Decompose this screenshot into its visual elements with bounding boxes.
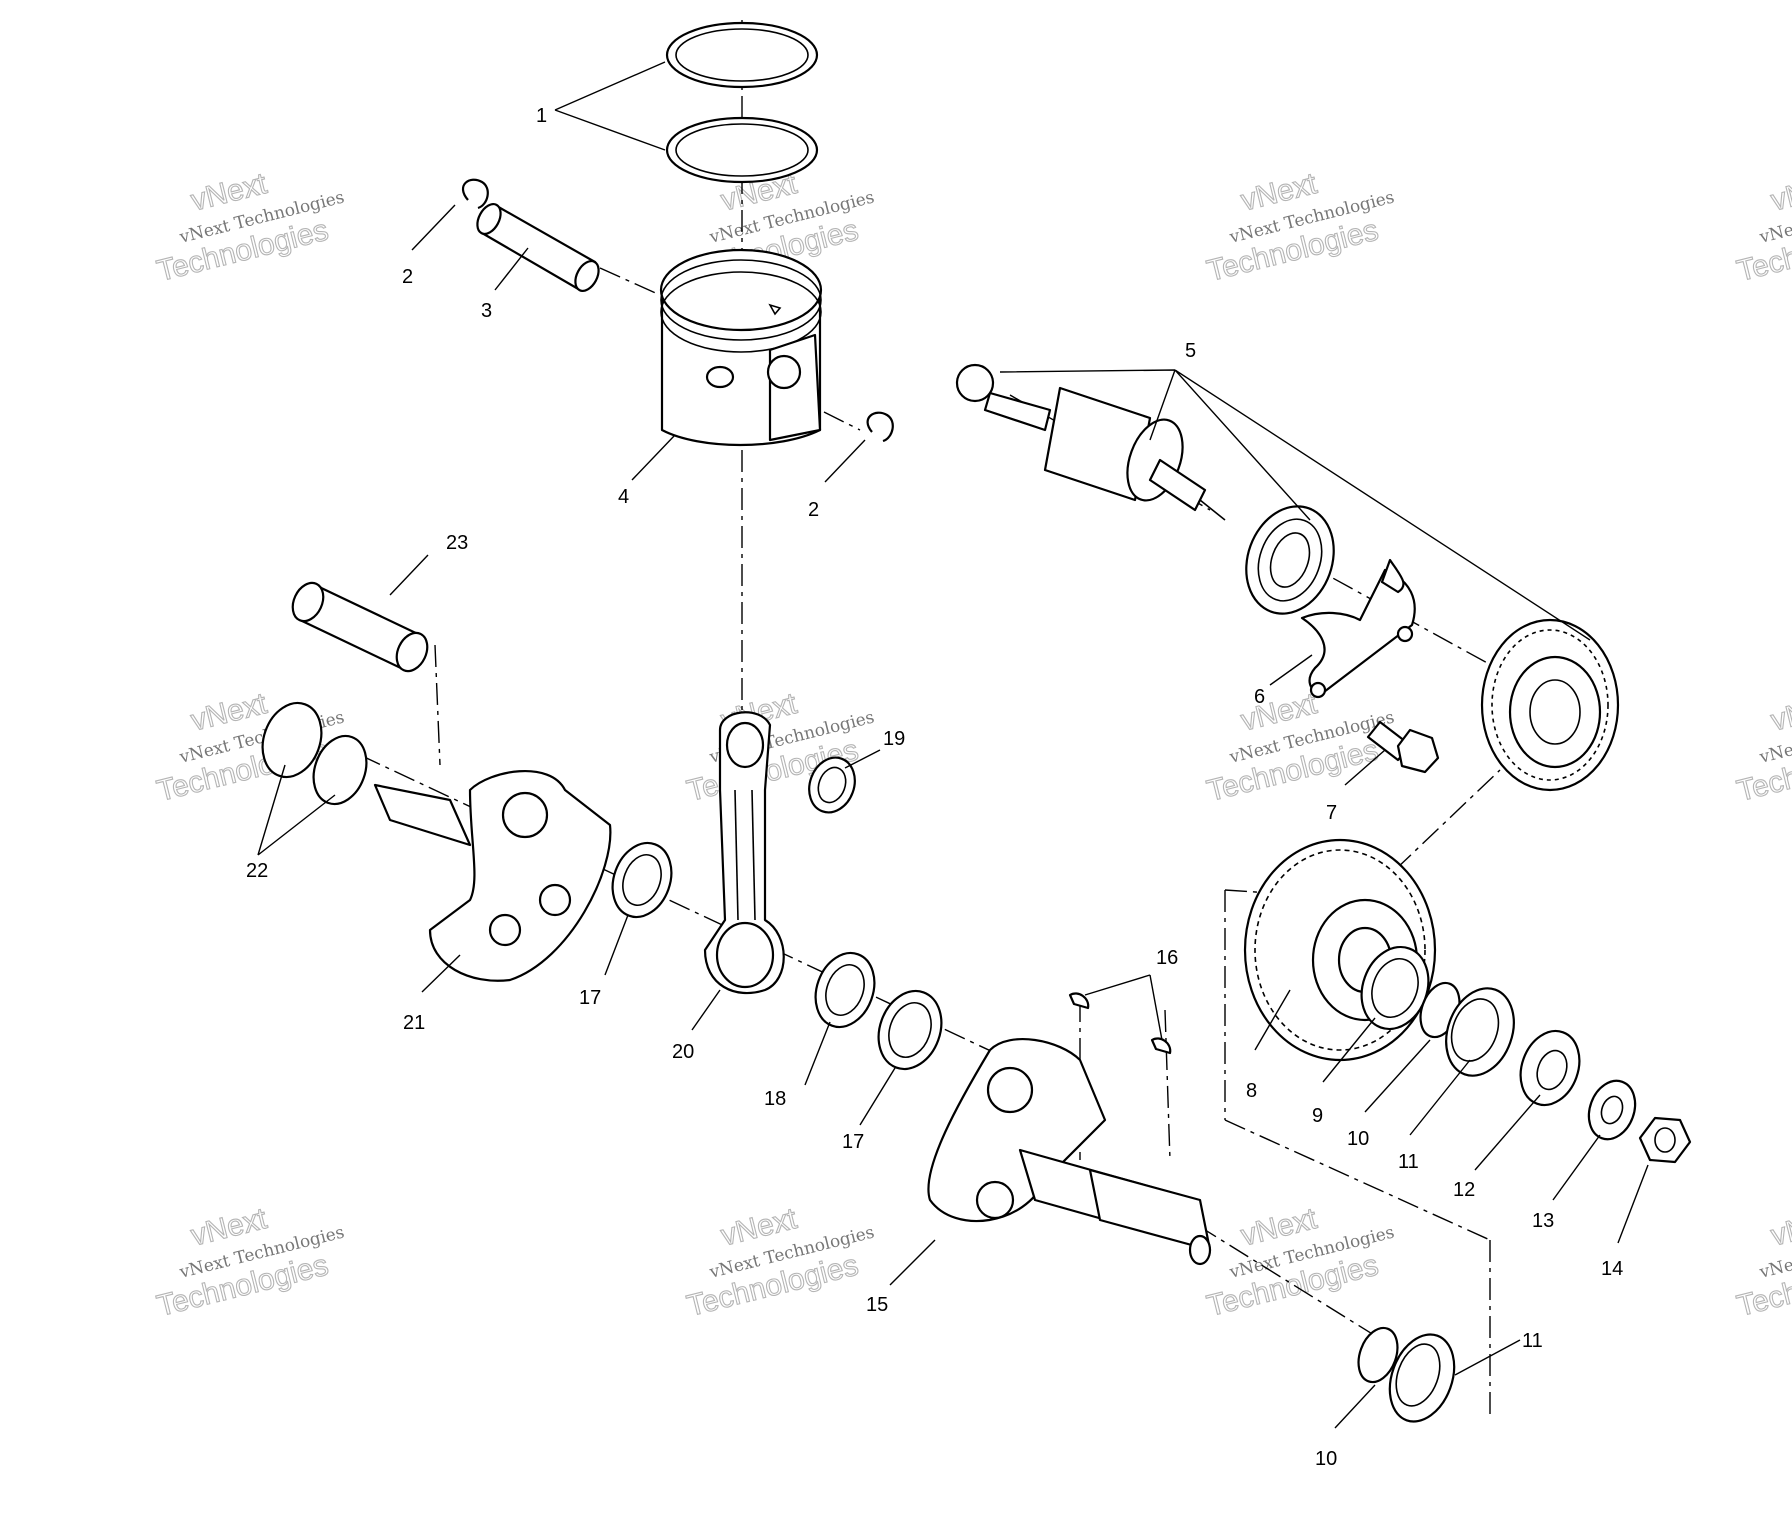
watermark: vNext vNext Technologies Technologies — [1733, 686, 1792, 808]
callout-10: 10 — [1315, 1448, 1337, 1470]
watermark: vNext vNext Technologies Technologies — [1203, 166, 1396, 288]
circlip-left — [461, 178, 489, 210]
callout-labels: 1 2 3 4 2 5 6 7 8 9 10 11 12 13 14 15 16… — [246, 105, 1623, 1470]
starter-motor — [955, 363, 1226, 521]
seal-upper — [1445, 987, 1515, 1077]
piston-pin — [476, 203, 600, 292]
watermark: vNext vNext Technologies Technologies — [153, 1201, 346, 1323]
svg-text:vNext: vNext — [1768, 687, 1792, 738]
callout-22: 22 — [246, 860, 268, 882]
callout-11: 11 — [1398, 1151, 1419, 1173]
callout-7: 7 — [1326, 802, 1337, 824]
callout-1: 1 — [536, 105, 547, 127]
piston — [659, 248, 823, 447]
starter-gear — [1480, 618, 1620, 792]
callout-6: 6 — [1254, 686, 1265, 708]
watermark: vNext vNext Technologies Technologies — [1733, 166, 1792, 288]
callout-12: 12 — [1453, 1179, 1475, 1201]
callout-3: 3 — [481, 300, 492, 322]
castle-nut — [1519, 1029, 1581, 1107]
svg-text:vNext: vNext — [1768, 1202, 1792, 1253]
callout-5: 5 — [1185, 340, 1196, 362]
callout-21: 21 — [403, 1012, 425, 1034]
callout-11: 11 — [1522, 1330, 1543, 1352]
circlip-right — [866, 411, 894, 443]
callout-16: 16 — [1156, 947, 1178, 969]
watermark: vNext vNext Technologies Technologies — [683, 1201, 876, 1323]
crank-pin — [291, 581, 429, 673]
callout-14: 14 — [1601, 1258, 1623, 1280]
bracket — [1300, 558, 1416, 699]
seal-lower — [1388, 1333, 1456, 1423]
callout-9: 9 — [1312, 1105, 1323, 1127]
callout-17: 17 — [579, 987, 601, 1009]
callout-17: 17 — [842, 1131, 864, 1153]
callout-13: 13 — [1532, 1210, 1554, 1232]
callout-15: 15 — [866, 1294, 888, 1316]
callout-10: 10 — [1347, 1128, 1369, 1150]
thrust-washer-upper — [611, 841, 673, 919]
callout-8: 8 — [1246, 1080, 1257, 1102]
needle-bearing-big-end — [814, 951, 876, 1029]
washer-13 — [1587, 1079, 1637, 1141]
hex-nut — [1638, 1116, 1692, 1164]
watermark: vNext vNext Technologies Technologies — [1203, 1201, 1396, 1323]
snap-ring-lower — [1357, 1326, 1399, 1384]
callout-19: 19 — [883, 728, 905, 750]
piston-rings — [665, 21, 819, 184]
crank-seals — [261, 701, 368, 806]
callout-20: 20 — [672, 1041, 694, 1063]
crankshaft-right — [927, 1038, 1212, 1266]
callout-2: 2 — [808, 499, 819, 521]
thrust-washer-lower — [877, 989, 943, 1071]
callout-23: 23 — [446, 532, 468, 554]
woodruff-keys — [1068, 992, 1172, 1055]
callout-2: 2 — [402, 266, 413, 288]
bolt — [1366, 720, 1440, 774]
needle-bearing-small-end — [808, 756, 856, 814]
crankshaft-left — [373, 770, 612, 982]
watermark: vNext vNext Technologies Technologies — [1733, 1201, 1792, 1323]
bearing — [1245, 505, 1335, 615]
watermark: vNext vNext Technologies Technologies — [153, 166, 346, 288]
callout-4: 4 — [618, 486, 629, 508]
svg-text:vNext: vNext — [1768, 167, 1792, 218]
callout-18: 18 — [764, 1088, 786, 1110]
leader-lines — [257, 61, 1649, 1429]
connecting-rod — [703, 711, 785, 995]
